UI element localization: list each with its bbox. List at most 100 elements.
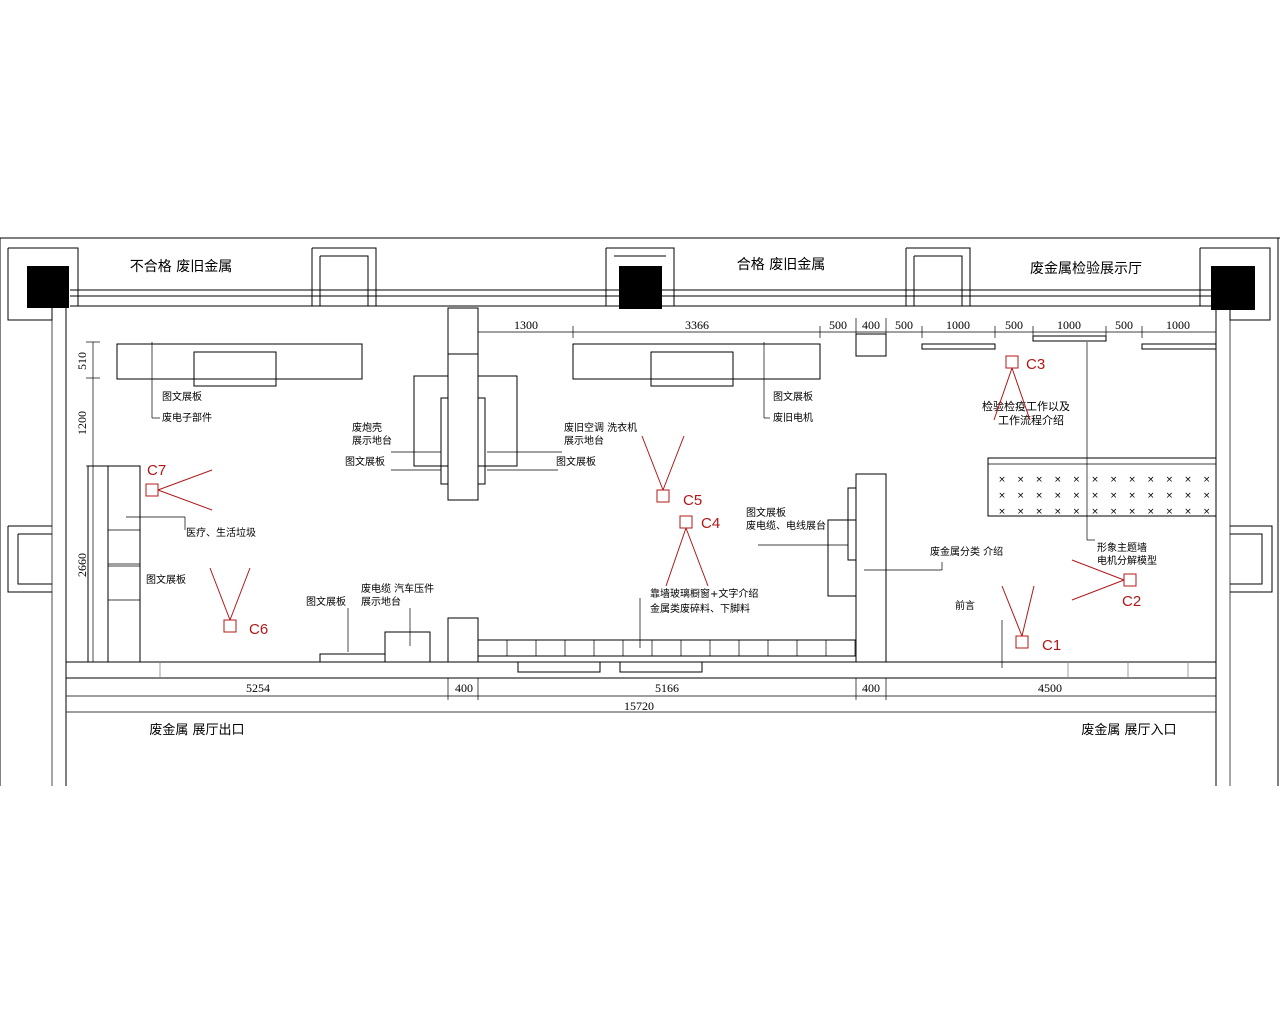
column-right <box>1211 266 1255 310</box>
pattern-mark: × <box>1203 491 1211 501</box>
dim-bottom-5: 4500 <box>1038 681 1062 695</box>
camera-c2-label: C2 <box>1122 593 1141 610</box>
bottom-wall-segments <box>159 662 1189 678</box>
pattern-mark: × <box>1147 507 1155 517</box>
dim-top-9: 1000 <box>1057 318 1081 332</box>
label-panel-7: 图文展板 <box>746 506 786 519</box>
pattern-mark: × <box>1110 491 1118 501</box>
pattern-mark: × <box>1184 475 1192 485</box>
label-medical: 医疗、生活垃圾 <box>186 526 256 539</box>
label-cable-stand: 废电缆、电线展台 <box>746 519 826 532</box>
room-title-right: 废金属检验展示厅 <box>1030 261 1142 277</box>
pattern-mark: × <box>998 475 1006 485</box>
dim-top-3: 3366 <box>685 318 709 332</box>
dim-top-10: 500 <box>1115 318 1133 332</box>
dim-top-8: 500 <box>1005 318 1023 332</box>
left-top-display <box>116 342 363 419</box>
dim-bottom-1: 5254 <box>246 681 270 695</box>
dim-bottom-3: 5166 <box>655 681 679 695</box>
label-image-wall: 形象主题墙 <box>1097 541 1147 554</box>
label-motor-model: 电机分解模型 <box>1097 554 1157 567</box>
image-theme-wall <box>987 457 1217 517</box>
center-column-display <box>391 307 562 501</box>
label-panel-5: 图文展板 <box>146 573 186 586</box>
label-cable-car-1: 废电缆 汽车压件 <box>361 582 434 595</box>
label-glass-1: 靠墙玻璃橱窗+文字介绍 <box>650 587 758 600</box>
pattern-mark: × <box>1166 507 1174 517</box>
pattern-mark: × <box>1128 507 1136 517</box>
pattern-mark: × <box>998 491 1006 501</box>
dim-total: 15720 <box>624 699 654 713</box>
dim-bottom-2: 400 <box>455 681 473 695</box>
camera-c5-label: C5 <box>683 492 702 509</box>
label-ac-2: 展示地台 <box>564 434 604 447</box>
side-openings <box>7 525 1273 593</box>
pattern-mark: × <box>1110 507 1118 517</box>
camera-c4: C4 <box>665 515 720 587</box>
label-gun-shell-1: 废炮壳 <box>352 421 382 434</box>
pattern-mark: × <box>1017 507 1025 517</box>
pattern-mark: × <box>1184 491 1192 501</box>
label-ac-1: 废旧空调 洗衣机 <box>564 421 637 434</box>
camera-c7-label: C7 <box>147 462 166 479</box>
pattern-mark: × <box>1073 491 1081 501</box>
pattern-mark: × <box>1073 475 1081 485</box>
camera-c2: C2 <box>1071 559 1141 610</box>
label-scrap-motor: 废旧电机 <box>773 411 813 424</box>
label-classify: 废金属分类 介绍 <box>930 545 1003 558</box>
glass-showcase <box>477 598 857 673</box>
pattern-mark: × <box>1054 507 1062 517</box>
camera-c1-label: C1 <box>1042 637 1061 654</box>
label-panel-3: 图文展板 <box>556 455 596 468</box>
pattern-mark: × <box>998 507 1006 517</box>
pattern-mark: × <box>1128 491 1136 501</box>
center-top-display <box>572 333 887 419</box>
label-panel-6: 图文展板 <box>306 595 346 608</box>
pattern-mark: × <box>1128 475 1136 485</box>
dim-bottom-4: 400 <box>862 681 880 695</box>
label-gun-shell-2: 展示地台 <box>352 434 392 447</box>
columns <box>27 266 1255 310</box>
label-cable-car-2: 展示地台 <box>361 595 401 608</box>
label-panel-4: 图文展板 <box>773 390 813 403</box>
pattern-mark: × <box>1035 507 1043 517</box>
dim-left-1: 510 <box>75 352 89 370</box>
pattern-mark: × <box>1166 475 1174 485</box>
cable-stand <box>758 473 943 663</box>
camera-c4-label: C4 <box>701 515 720 532</box>
camera-c6-label: C6 <box>249 621 268 638</box>
camera-c6: C6 <box>209 567 268 638</box>
camera-c1: C1 <box>1001 585 1061 654</box>
room-title-center: 合格 废旧金属 <box>737 257 825 273</box>
pattern-mark: × <box>1147 475 1155 485</box>
dim-left-3: 2660 <box>75 553 89 577</box>
label-front-desk: 前言 <box>955 599 975 612</box>
label-panel-1: 图文展板 <box>162 390 202 403</box>
dim-top-7: 1000 <box>946 318 970 332</box>
pattern-mark: × <box>1017 491 1025 501</box>
pattern-mark: × <box>1166 491 1174 501</box>
pattern-mark: × <box>1054 475 1062 485</box>
column-left <box>27 266 69 308</box>
camera-c7: C7 <box>145 462 213 511</box>
label-inspect-2: 工作流程介绍 <box>998 413 1064 427</box>
pattern-mark: × <box>1091 491 1099 501</box>
dim-top-5: 400 <box>862 318 880 332</box>
dim-left-2: 1200 <box>75 411 89 435</box>
pattern-mark: × <box>1203 475 1211 485</box>
pattern-mark: × <box>1091 507 1099 517</box>
image-wall-pattern: ×××××××××××××××××××××××××××××××××××× <box>998 475 1210 517</box>
pattern-mark: × <box>1017 475 1025 485</box>
dim-top-4: 500 <box>829 318 847 332</box>
room-title-left: 不合格 废旧金属 <box>130 259 232 275</box>
label-inspect-1: 检验检疫工作以及 <box>982 399 1070 413</box>
label-glass-2: 金属类废碎料、下脚料 <box>650 602 750 615</box>
pattern-mark: × <box>1147 491 1155 501</box>
pattern-mark: × <box>1091 475 1099 485</box>
pattern-mark: × <box>1035 475 1043 485</box>
pattern-mark: × <box>1110 475 1118 485</box>
exit-label: 废金属 展厅出口 <box>149 722 244 738</box>
entrance-label: 废金属 展厅入口 <box>1081 722 1176 738</box>
dim-top-6: 500 <box>895 318 913 332</box>
